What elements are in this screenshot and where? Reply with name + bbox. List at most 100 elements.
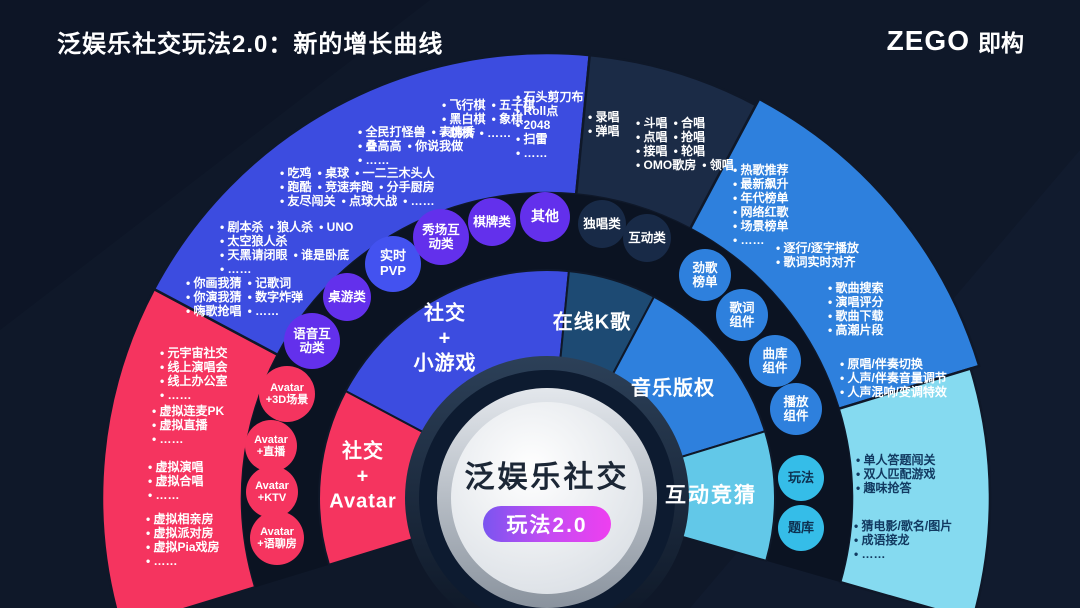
list-item: 歌曲下载 (828, 309, 908, 323)
list-item: 记歌词 (248, 276, 291, 290)
list-item: 线上办公室 (160, 374, 280, 388)
list-item: 黑白棋 (442, 112, 486, 126)
list-item: 剧本杀 (220, 220, 264, 234)
list-item: 跑酷 (280, 180, 312, 194)
list-realtime-pvp: 吃鸡桌球一二三木头人跑酷竞速奔跑分手厨房友尽闯关点球大战…… (280, 166, 470, 208)
node-songlib-component: 曲库 组件 (749, 335, 801, 387)
list-item: 虚拟派对房 (146, 526, 276, 540)
node-gameplay: 玩法 (778, 455, 824, 501)
list-item: 猜电影/歌名/图片 (854, 519, 974, 533)
list-hot-charts: 热歌推荐最新飙升年代榜单网络红歌场景榜单…… (733, 163, 813, 247)
hub-title: 泛娱乐社交 (464, 461, 630, 494)
list-item: 数字炸弹 (248, 290, 303, 304)
list-item: 吃鸡 (280, 166, 312, 180)
list-item: OMO歌房 (636, 158, 697, 172)
list-item: 天黑请闭眼 (220, 248, 288, 262)
list-item: 分手厨房 (379, 180, 435, 194)
list-item: 场景榜单 (733, 219, 813, 233)
list-item: …… (248, 304, 279, 318)
list-metaverse: 元宇宙社交线上演唱会线上办公室…… (160, 346, 280, 402)
list-item: 成语接龙 (854, 533, 974, 547)
list-item: 飞行棋 (442, 98, 486, 112)
list-song-lib: 歌曲搜索演唱评分歌曲下载高潮片段 (828, 281, 908, 337)
list-item: 斗唱 (636, 116, 668, 130)
list-playback: 原唱/伴奏切换人声/伴奏音量调节人声混响/变调特效 (840, 357, 980, 399)
list-item: 年代榜单 (733, 191, 813, 205)
background-facet (0, 0, 430, 330)
list-item: 最新飙升 (733, 177, 813, 191)
node-question-bank: 题库 (778, 505, 824, 551)
list-item: Roll点 (516, 104, 606, 118)
page-title: 泛娱乐社交玩法2.0：新的增长曲线 (57, 31, 444, 58)
list-item: …… (146, 554, 276, 568)
list-item: …… (403, 194, 435, 208)
node-realtime-pvp: 实时 PVP (365, 236, 421, 292)
list-item: 你演我猜 (186, 290, 242, 304)
list-item: …… (152, 432, 272, 446)
list-lyrics: 逐行/逐字播放歌词实时对齐 (776, 241, 886, 269)
list-item: 点球大战 (342, 194, 397, 208)
list-item: 你说我做 (408, 139, 463, 153)
node-hot-chart: 劲歌 榜单 (679, 249, 731, 301)
node-solo-sing: 独唱类 (578, 200, 626, 248)
list-item: 虚拟直播 (152, 418, 272, 432)
list-item: 高潮片段 (828, 323, 908, 337)
list-item: 线上演唱会 (160, 360, 280, 374)
list-item: 演唱评分 (828, 295, 908, 309)
list-item: 2048 (516, 118, 606, 132)
list-item: 人声/伴奏音量调节 (840, 371, 980, 385)
wedge-label-social-avatar: 社交 + Avatar (329, 440, 397, 513)
list-item: 抢唱 (674, 130, 705, 144)
list-quiz-bank: 猜电影/歌名/图片成语接龙…… (854, 519, 974, 561)
list-item: 全民打怪兽 (358, 125, 426, 139)
list-item: 弹唱 (588, 124, 648, 138)
list-virtual-ktv: 虚拟演唱虚拟合唱…… (148, 460, 258, 502)
list-item: 人声混响/变调特效 (840, 385, 980, 399)
list-item: 狼人杀 (270, 220, 313, 234)
list-item: 歌曲搜索 (828, 281, 908, 295)
list-item: 双人匹配游戏 (856, 467, 966, 481)
node-other: 其他 (520, 192, 570, 242)
list-item: 趣味抢答 (856, 481, 966, 495)
list-item: 跳棋 (442, 126, 474, 140)
list-item: 接唱 (636, 144, 668, 158)
list-item: …… (733, 233, 813, 247)
list-virtual-chatroom: 虚拟相亲房虚拟派对房虚拟Pia戏房…… (146, 512, 276, 568)
list-item: 嗨歌抢唱 (186, 304, 242, 318)
list-misc-games: 石头剪刀布Roll点2048扫雷…… (516, 90, 606, 160)
list-item: 虚拟相亲房 (146, 512, 276, 526)
brand-name-cn: 即构 (978, 30, 1024, 56)
wedge-label-social-minigame: 社交 + 小游戏 (413, 302, 477, 375)
list-item: 歌词实时对齐 (776, 255, 886, 269)
list-item: 单人答题闯关 (856, 453, 966, 467)
list-item: 逐行/逐字播放 (776, 241, 886, 255)
list-board-games: 剧本杀狼人杀UNO太空狼人杀天黑请闭眼谁是卧底…… (220, 220, 358, 276)
list-item: 虚拟合唱 (148, 474, 258, 488)
list-item: 网络红歌 (733, 205, 813, 219)
list-item: 桌球 (318, 166, 349, 180)
node-voice-interact: 语音互 动类 (284, 313, 340, 369)
list-quiz-play: 单人答题闯关双人匹配游戏趣味抢答 (856, 453, 966, 495)
hub-face (451, 402, 643, 594)
hub-badge: 玩法2.0 (483, 506, 611, 542)
node-show-interact: 秀场互 动类 (413, 209, 469, 265)
list-voice-games: 你画我猜记歌词你演我猜数字炸弹嗨歌抢唱…… (186, 276, 308, 318)
list-item: 虚拟连麦PK (152, 404, 272, 418)
list-item: 合唱 (674, 116, 705, 130)
list-item: UNO (319, 220, 354, 234)
node-play-component: 播放 组件 (770, 383, 822, 435)
wedge-label-interactive-quiz: 互动竞猜 (665, 483, 757, 507)
wedge-label-online-ktv: 在线K歌 (552, 311, 632, 334)
list-item: …… (854, 547, 974, 561)
list-item: 石头剪刀布 (516, 90, 606, 104)
zego-logo: ZEGO 即构 (887, 24, 1024, 58)
wedge-label-music-copyright: 音乐版权 (631, 377, 715, 400)
list-item: 录唱 (588, 110, 648, 124)
list-item: 点唱 (636, 130, 668, 144)
list-item: 原唱/伴奏切换 (840, 357, 980, 371)
list-item: 轮唱 (674, 144, 705, 158)
list-item: 热歌推荐 (733, 163, 813, 177)
brand-wordmark: ZEGO (886, 25, 970, 56)
list-solo-sing: 录唱弹唱 (588, 110, 648, 138)
